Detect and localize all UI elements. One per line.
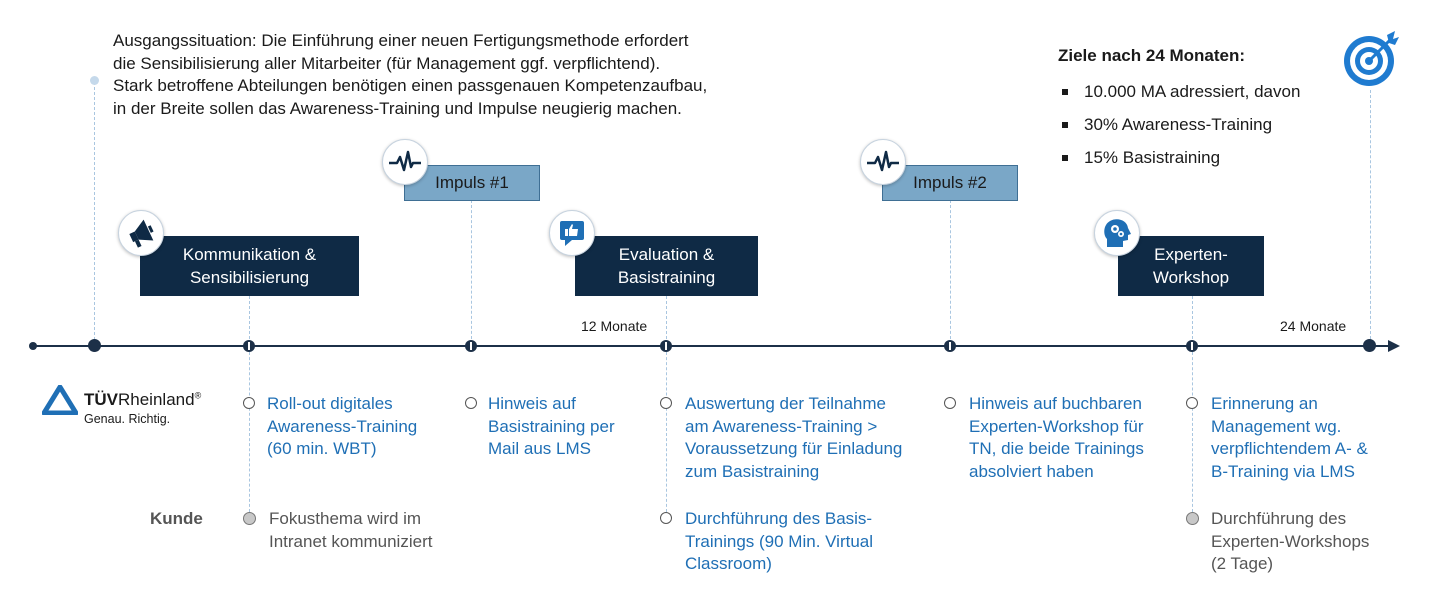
item-hinweis1-line: Basistraining per (488, 416, 615, 436)
open-circle-icon (944, 397, 956, 409)
timeline-marker-impuls2 (944, 340, 956, 352)
intro-line-2: die Sensibilisierung aller Mitarbeiter (… (113, 53, 661, 73)
megaphone-icon (118, 210, 164, 256)
dashed-line-kommunikation (249, 296, 250, 344)
goal-item: 15% Basistraining (1062, 141, 1300, 174)
item-durchfuehrung-basis: Durchführung des Basis- Trainings (90 Mi… (685, 508, 873, 576)
pulse-icon-impuls1 (382, 139, 428, 185)
item-erinnerung: Erinnerung an Management wg. verpflichte… (1211, 393, 1368, 483)
filled-circle-icon (243, 512, 256, 525)
goals-title: Ziele nach 24 Monaten: (1058, 46, 1246, 65)
item-rollout-line: Roll-out digitales (267, 394, 393, 413)
timeline-marker-kommunikation (243, 340, 255, 352)
milestone-evaluation: Evaluation & Basistraining (575, 236, 758, 296)
item-rollout-line: (60 min. WBT) (267, 439, 377, 458)
item-durchfuehrung-workshops: Durchführung des Experten-Workshops (2 T… (1211, 508, 1369, 576)
item-durchfuehrung-workshops-line: Durchführung des (1211, 509, 1347, 528)
item-hinweis2-line: Hinweis auf buchbaren (969, 394, 1142, 413)
milestone-impuls1: Impuls #1 (404, 165, 540, 201)
timeline-intro-dot (88, 339, 101, 352)
dashed-line-experten (1192, 296, 1193, 344)
item-hinweis2-line: Experten-Workshop für (969, 416, 1144, 436)
milestone-kommunikation: Kommunikation & Sensibilisierung (140, 236, 359, 296)
milestone-kommunikation-line-2: Sensibilisierung (189, 268, 310, 287)
item-erinnerung-line: B-Training via LMS (1211, 461, 1355, 481)
month-label-24: 24 Monate (1280, 318, 1347, 334)
pulse-icon-impuls2 (860, 139, 906, 185)
item-durchfuehrung-basis-line: Classroom) (685, 554, 772, 573)
logo-brand-bold: TÜV (84, 390, 118, 409)
timeline-arrow-icon (1388, 340, 1400, 352)
milestone-evaluation-line-1: Evaluation & (618, 245, 715, 264)
open-circle-icon (465, 397, 477, 409)
item-fokus-line: Fokusthema wird im (269, 509, 422, 528)
logo-reg-mark: ® (194, 390, 202, 401)
item-rollout-line: Awareness-Training (267, 416, 418, 436)
item-fokus: Fokusthema wird im Intranet kommuniziert (269, 508, 432, 553)
item-durchfuehrung-workshops-line: Experten-Workshops (1211, 531, 1370, 551)
item-auswertung: Auswertung der Teilnahme am Awareness-Tr… (685, 393, 902, 483)
logo-tagline: Genau. Richtig. (84, 412, 171, 426)
target-icon (1339, 27, 1403, 91)
item-auswertung-line: zum Basistraining (685, 461, 820, 481)
item-auswertung-line: Auswertung der Teilnahme (685, 394, 886, 413)
dashed-line-evaluation (666, 296, 667, 344)
open-circle-icon (1186, 397, 1198, 409)
intro-line-4: in der Breite sollen das Awareness-Train… (113, 98, 682, 118)
item-hinweis2-line: absolviert haben (969, 461, 1094, 481)
month-label-12: 12 Monate (581, 318, 648, 334)
dashed-line-impuls1 (471, 200, 472, 344)
item-durchfuehrung-basis-line: Trainings (90 Min. Virtual (685, 531, 874, 551)
dashed-line-start (94, 82, 95, 345)
timeline-marker-experten (1186, 340, 1198, 352)
timeline-marker-impuls1 (465, 340, 477, 352)
item-hinweis2: Hinweis auf buchbaren Experten-Workshop … (969, 393, 1144, 483)
item-durchfuehrung-basis-line: Durchführung des Basis- (685, 509, 873, 528)
goal-item: 10.000 MA adressiert, davon (1062, 75, 1300, 108)
milestone-experten-line-2: Workshop (1152, 268, 1230, 287)
intro-line-1: Ausgangssituation: Die Einführung einer … (113, 31, 689, 50)
timeline-start-dot (29, 342, 37, 350)
milestone-impuls2: Impuls #2 (882, 165, 1018, 201)
timeline-end-dot (1363, 339, 1376, 352)
milestone-kommunikation-line-1: Kommunikation & (182, 245, 317, 264)
milestone-evaluation-line-2: Basistraining (617, 268, 716, 287)
open-circle-icon (660, 512, 672, 524)
filled-circle-icon (1186, 512, 1199, 525)
dashed-line-end (1370, 90, 1371, 344)
item-fokus-line: Intranet kommuniziert (269, 531, 433, 551)
head-gears-icon (1094, 210, 1140, 256)
dashed-line-impuls2 (950, 200, 951, 344)
goal-item: 30% Awareness-Training (1062, 108, 1300, 141)
open-circle-icon (243, 397, 255, 409)
item-auswertung-line: am Awareness-Training > (685, 416, 878, 436)
intro-line-3: Stark betroffene Abteilungen benötigen e… (113, 76, 708, 95)
dashed-line-experten-below (1192, 352, 1193, 512)
milestone-experten: Experten- Workshop (1118, 236, 1264, 296)
item-erinnerung-line: verpflichtendem A- & (1211, 439, 1368, 458)
item-auswertung-line: Voraussetzung für Einladung (685, 439, 903, 458)
timeline-marker-evaluation (660, 340, 672, 352)
intro-text: Ausgangssituation: Die Einführung einer … (113, 30, 813, 120)
item-erinnerung-line: Erinnerung an (1211, 394, 1318, 413)
timeline-axis (32, 345, 1392, 347)
logo-brand-regular: Rheinland (118, 390, 195, 409)
milestone-experten-line-1: Experten- (1154, 245, 1228, 264)
item-hinweis1-line: Mail aus LMS (488, 439, 591, 458)
item-hinweis2-line: TN, die beide Trainings (969, 439, 1144, 458)
item-durchfuehrung-workshops-line: (2 Tage) (1211, 554, 1274, 573)
item-rollout: Roll-out digitales Awareness-Training (6… (267, 393, 417, 461)
item-erinnerung-line: Management wg. (1211, 416, 1342, 436)
kunde-label: Kunde (150, 509, 203, 528)
intro-marker-dot (90, 76, 99, 85)
item-hinweis1: Hinweis auf Basistraining per Mail aus L… (488, 393, 615, 461)
logo-wordmark: TÜVRheinland® (84, 390, 201, 410)
dashed-line-kommunikation-below (249, 352, 250, 512)
dashed-line-evaluation-below (666, 352, 667, 512)
thumbs-up-chat-icon (549, 210, 595, 256)
open-circle-icon (660, 397, 672, 409)
item-hinweis1-line: Hinweis auf (488, 394, 576, 413)
tuv-triangle-logo (41, 384, 79, 416)
goals-list: 10.000 MA adressiert, davon 30% Awarenes… (1062, 75, 1300, 174)
